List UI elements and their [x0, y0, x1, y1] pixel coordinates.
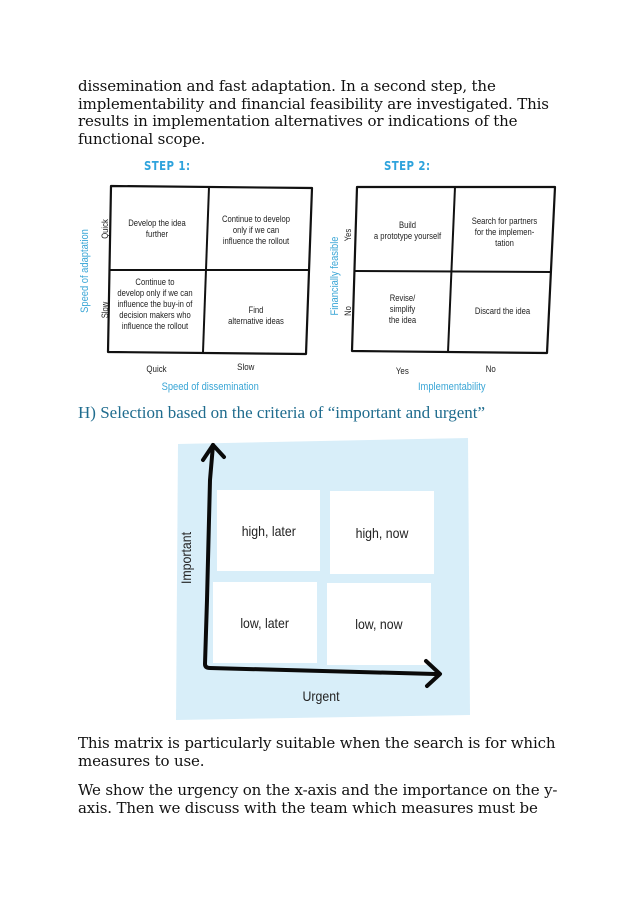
text-line: results in implementation alternatives o… [78, 112, 518, 130]
matrix-axis-lines [203, 443, 437, 676]
step2-x-axis-label: Implementability [417, 381, 486, 393]
text-line: axis. Then we discuss with the team whic… [78, 798, 538, 817]
text-line: We show the urgency on the x-axis and th… [78, 781, 558, 799]
step2-grid-vline [447, 186, 456, 353]
section-heading: H) Selection based on the criteria of “i… [78, 403, 486, 422]
paragraph-3: We show the urgency on the x-axis and th… [78, 781, 558, 817]
step2-title: STEP 2: [384, 159, 431, 173]
step1-ytick-quick: Quick [100, 219, 110, 239]
step1-xtick-slow: Slow [237, 362, 255, 372]
step2-y-axis-label: Financially feasible [329, 236, 341, 316]
step1-y-axis-label: Speed of adaptation [79, 229, 91, 313]
step1-title: STEP 1: [144, 159, 191, 173]
matrix-cell-high-now: high, now [330, 491, 434, 574]
matrix-x-axis-label: Urgent [302, 688, 340, 704]
text-line: dissemination and fast adaptation. In a … [78, 77, 496, 95]
step1-grid [106, 184, 314, 356]
text-line: measures to use. [78, 751, 205, 770]
step1-x-axis-label: Speed of dissemination [161, 381, 259, 393]
step2-ytick-no: No [343, 306, 353, 316]
matrix-y-axis-label: Important [178, 531, 194, 585]
step2-grid [350, 185, 557, 355]
arrow-up-icon [201, 443, 226, 462]
matrix-cell-high-later: high, later [217, 490, 320, 571]
matrix-cell-low-later: low, later [213, 582, 317, 663]
step1-grid-outline [106, 184, 314, 356]
step1-xtick-quick: Quick [146, 364, 167, 374]
step2-xtick-no: No [485, 364, 496, 374]
intro-paragraph: dissemination and fast adaptation. In a … [78, 77, 558, 148]
matrix-axes [201, 443, 442, 688]
step1-ytick-slow: Slow [100, 301, 110, 319]
matrix-cell-low-now: low, now [327, 583, 431, 665]
step2-ytick-yes: Yes [343, 228, 353, 242]
step2-grid-outline [350, 185, 557, 355]
text-line: implementability and financial feasibili… [78, 94, 549, 113]
step2-cell-bottom-right: Discard the idea [474, 306, 531, 316]
step2-grid-hline [354, 270, 552, 273]
text-line: functional scope. [78, 129, 206, 148]
step2-xtick-yes: Yes [395, 366, 409, 376]
arrow-right-icon [424, 659, 442, 688]
text-line: This matrix is particularly suitable whe… [78, 734, 556, 752]
paragraph-2: This matrix is particularly suitable whe… [78, 734, 558, 770]
